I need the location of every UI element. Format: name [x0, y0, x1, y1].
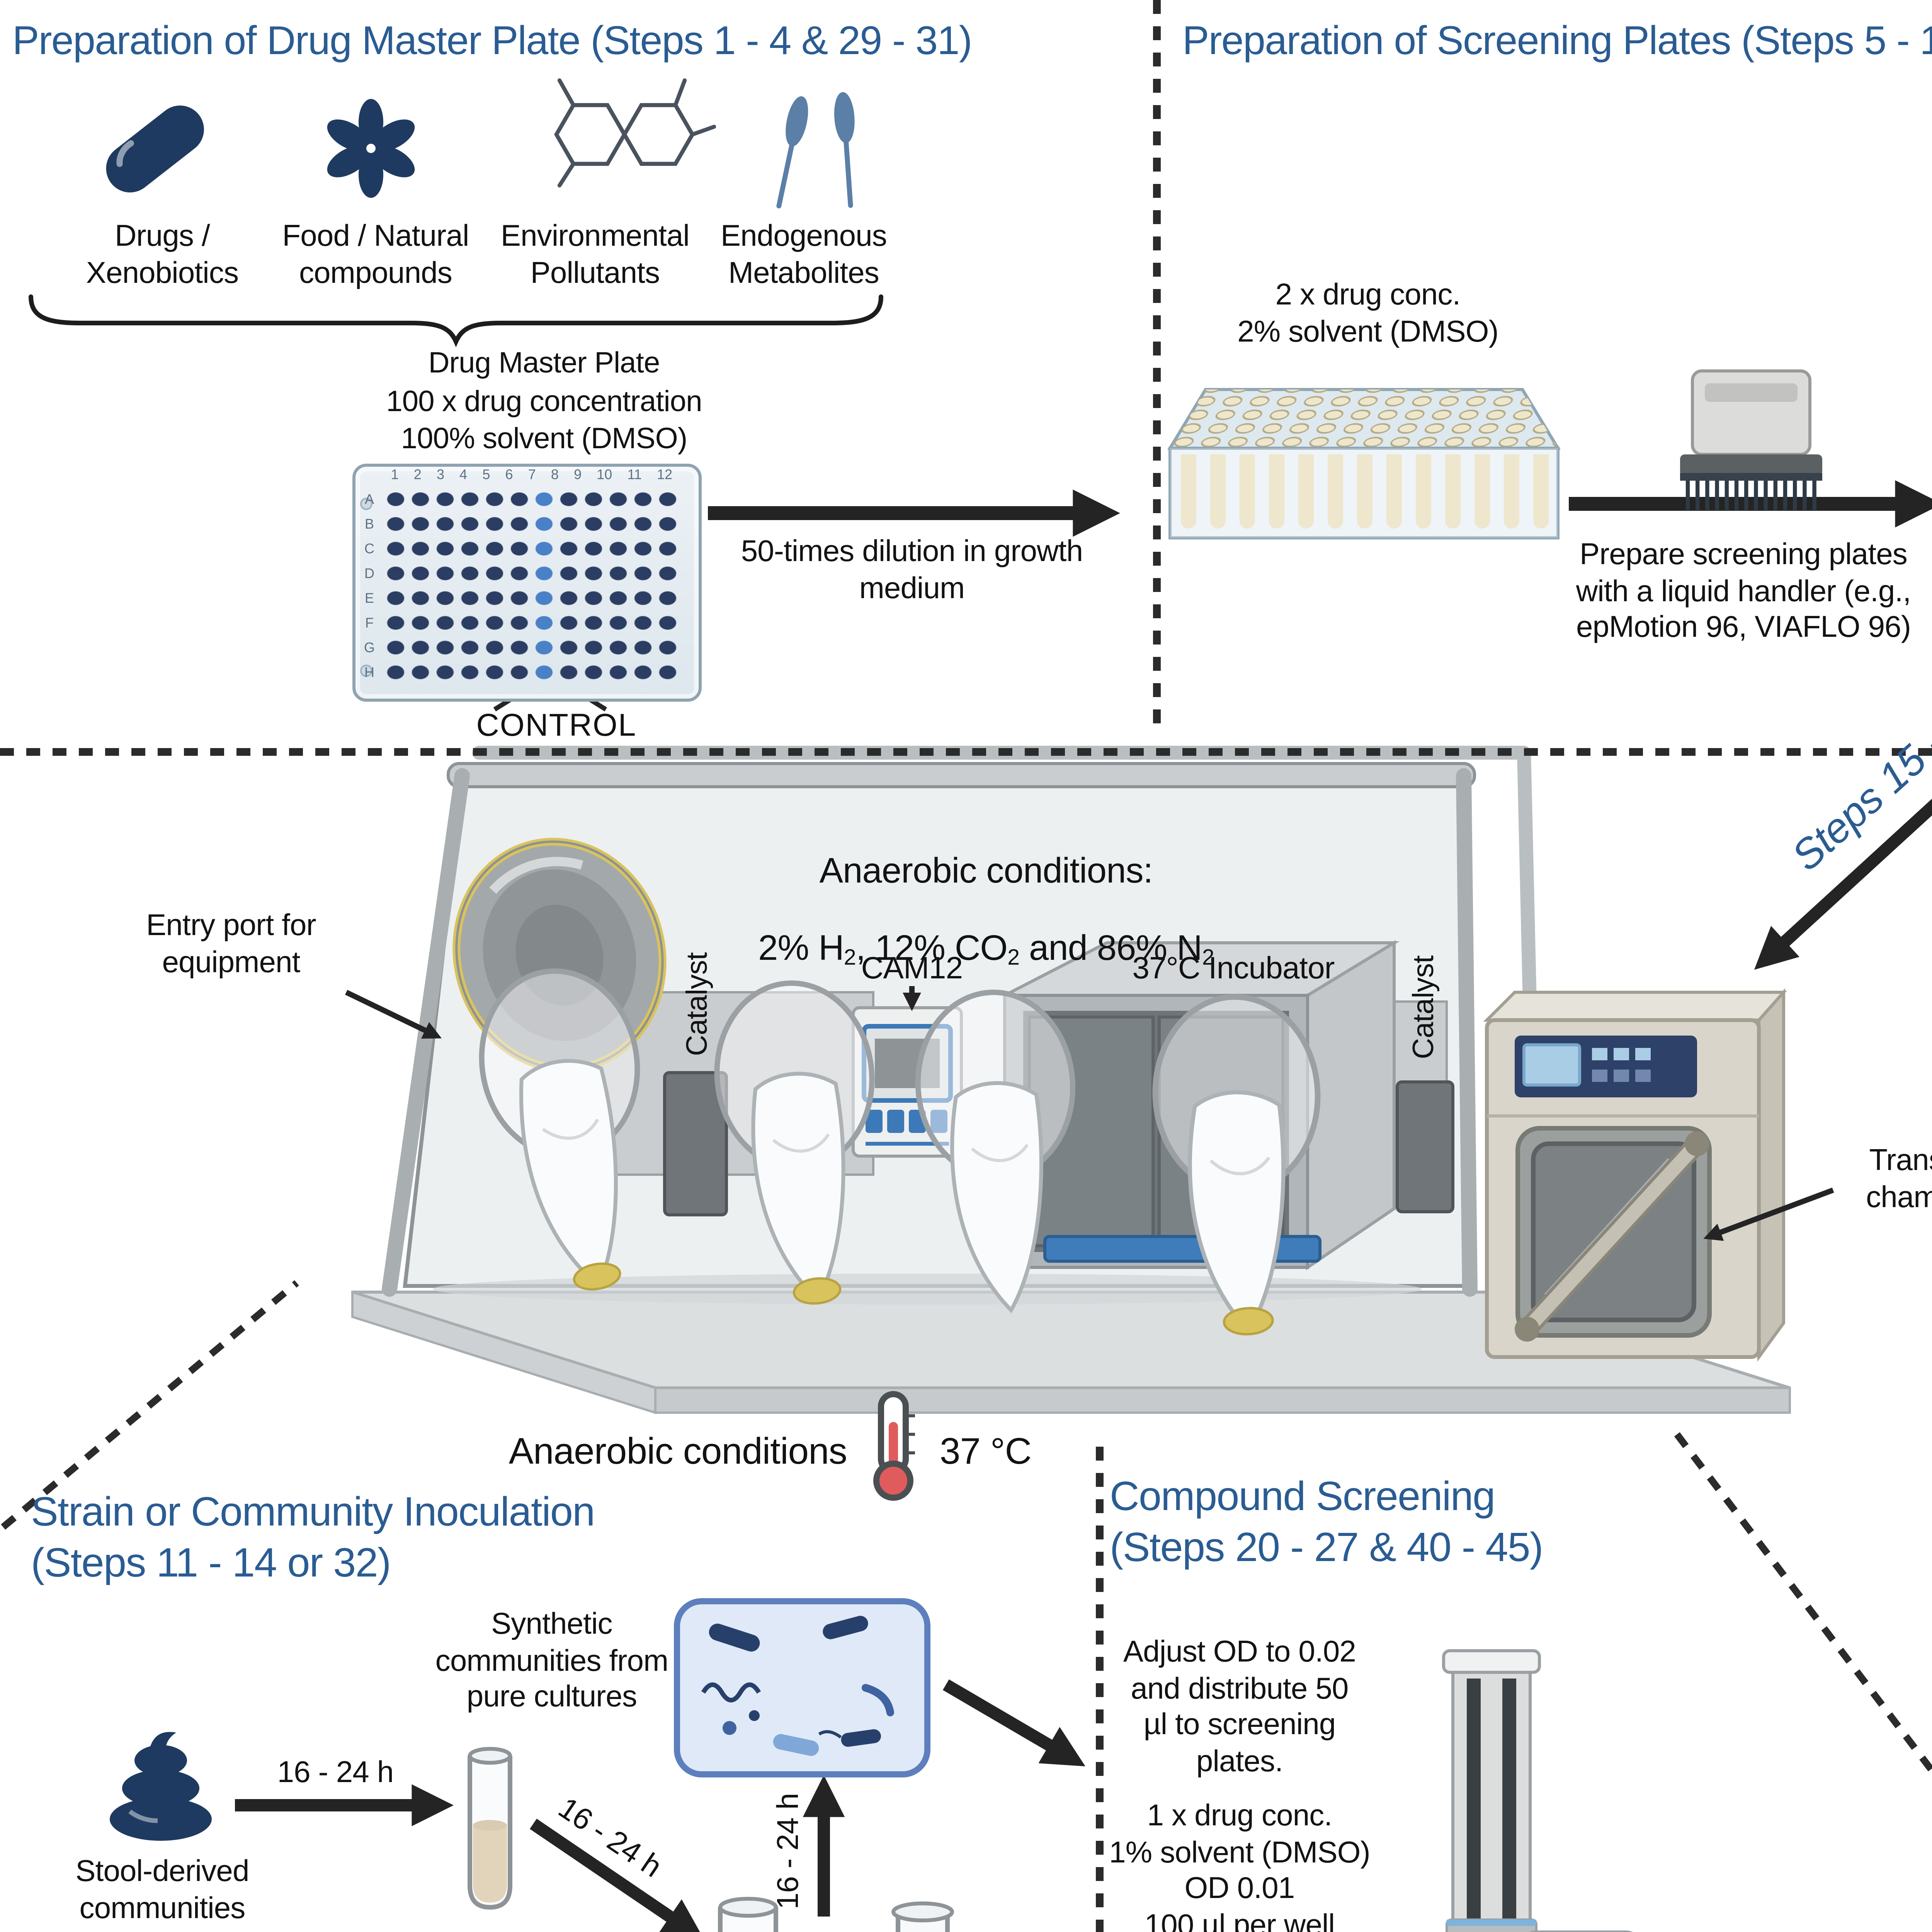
synthetic-community-label: Synthetic communities from pure cultures — [435, 1607, 668, 1714]
cam12-label: CAM12 — [861, 952, 963, 986]
well-column — [408, 487, 433, 685]
dilution-arrow-label: 50-times dilution in growth medium — [741, 535, 1083, 605]
molecule-icon — [554, 78, 716, 188]
adjust-od-label: Adjust OD to 0.02 and distribute 50 µl t… — [1123, 1635, 1356, 1778]
section-title-growth-analysis: Growth Analysis and Hit Identification (… — [1917, 1502, 1932, 1655]
gas-mix-label: 2% H2, 12% CO2 and 86% N2 — [758, 927, 1214, 970]
robot-arm-illustration — [1442, 1649, 1633, 1932]
catalyst-label-left: Catalyst — [682, 952, 714, 1056]
glove-port-2 — [714, 980, 875, 1305]
handler-caption: Prepare screening plates with a liquid h… — [1576, 538, 1911, 645]
well-column — [631, 487, 655, 685]
catalyst-box-left — [663, 1071, 728, 1216]
well-column — [457, 487, 482, 685]
tube-diagonal-arrow — [530, 1818, 705, 1932]
category-label-drugs: Drugs / Xenobiotics — [86, 219, 239, 290]
plate-hole — [360, 498, 372, 510]
stool-label: Stool-derived communities — [75, 1855, 249, 1925]
transfer-pointer — [1703, 1187, 1834, 1241]
plate-wells — [383, 487, 680, 685]
entry-port-label: Entry port for equipment — [146, 909, 316, 979]
catalyst-box-right — [1396, 1080, 1454, 1213]
deepwell-plate-illustration — [1167, 388, 1561, 539]
well-column-control — [532, 487, 556, 685]
footer-conditions-label: Anaerobic conditions — [509, 1431, 847, 1473]
glove-port-3 — [915, 990, 1076, 1313]
category-label-environmental: Environmental Pollutants — [500, 219, 690, 290]
culture-tube-large — [718, 1897, 778, 1932]
control-label: CONTROL — [476, 708, 637, 743]
divider-diagonal-right — [1674, 1432, 1932, 1777]
concentration-label: 1 x drug conc. 1% solvent (DMSO) OD 0.01… — [1109, 1799, 1370, 1932]
category-brace — [29, 294, 883, 347]
flower-icon — [327, 99, 415, 198]
section-title-screening-plates: Preparation of Screening Plates (Steps 5… — [1182, 17, 1932, 63]
catalyst-label-right: Catalyst — [1408, 955, 1441, 1060]
culture-tube-small — [468, 1747, 512, 1910]
metabolite-pins-icon — [776, 92, 855, 209]
section-title-compound-screening: Compound Screening (Steps 20 - 27 & 40 -… — [1110, 1473, 1543, 1570]
well-column — [606, 487, 631, 685]
glove-port-4 — [1152, 994, 1321, 1336]
section-title-master-plate: Preparation of Drug Master Plate (Steps … — [12, 17, 972, 63]
chamber-conditions-title: Anaerobic conditions: — [819, 850, 1153, 890]
liquid-handler-icon — [1680, 369, 1822, 510]
thermometer-icon — [873, 1391, 915, 1501]
master-plate-caption: Drug Master Plate 100 x drug concentrati… — [386, 348, 702, 456]
divider-horizontal — [0, 748, 1932, 755]
divider-vertical-bottom — [1096, 1447, 1103, 1932]
well-column — [507, 487, 532, 685]
deepwell-caption: 2 x drug conc. 2% solvent (DMSO) — [1237, 278, 1498, 349]
anaerobic-chamber-illustration — [351, 746, 1791, 1415]
category-label-endogenous: Endogenous Metabolites — [720, 219, 887, 290]
well-column — [655, 487, 680, 685]
transfer-chamber-illustration — [1483, 988, 1787, 1362]
section-title-inoculation: Strain or Community Inoculation (Steps 1… — [31, 1488, 595, 1586]
well-column — [556, 487, 581, 685]
category-label-food: Food / Natural compounds — [282, 219, 469, 290]
well-column — [383, 487, 408, 685]
entry-port-pointer — [345, 990, 442, 1039]
footer-temperature-label: 37 °C — [940, 1431, 1032, 1473]
erlenmeyer-flask — [891, 1901, 954, 1932]
synthetic-community-box — [674, 1598, 930, 1777]
duration-label-1: 16 - 24 h — [277, 1756, 394, 1790]
well-column — [482, 487, 507, 685]
divider-diagonal-left — [1, 1280, 299, 1530]
divider-vertical-top — [1153, 0, 1160, 723]
stool-icon — [110, 1732, 212, 1841]
glove-port-1 — [479, 968, 640, 1291]
incubator-label: 37°C Incubator — [1132, 952, 1335, 986]
duration-label-3: 16 - 24 h — [772, 1793, 806, 1910]
steps-15-19-arrow — [1754, 799, 1932, 970]
well-column — [581, 487, 606, 685]
plate-hole — [360, 665, 372, 677]
well-column — [433, 487, 457, 685]
transfer-chamber-label: Transfer chamber — [1866, 1144, 1932, 1214]
pill-icon — [106, 105, 204, 193]
community-arrow — [942, 1679, 1085, 1767]
